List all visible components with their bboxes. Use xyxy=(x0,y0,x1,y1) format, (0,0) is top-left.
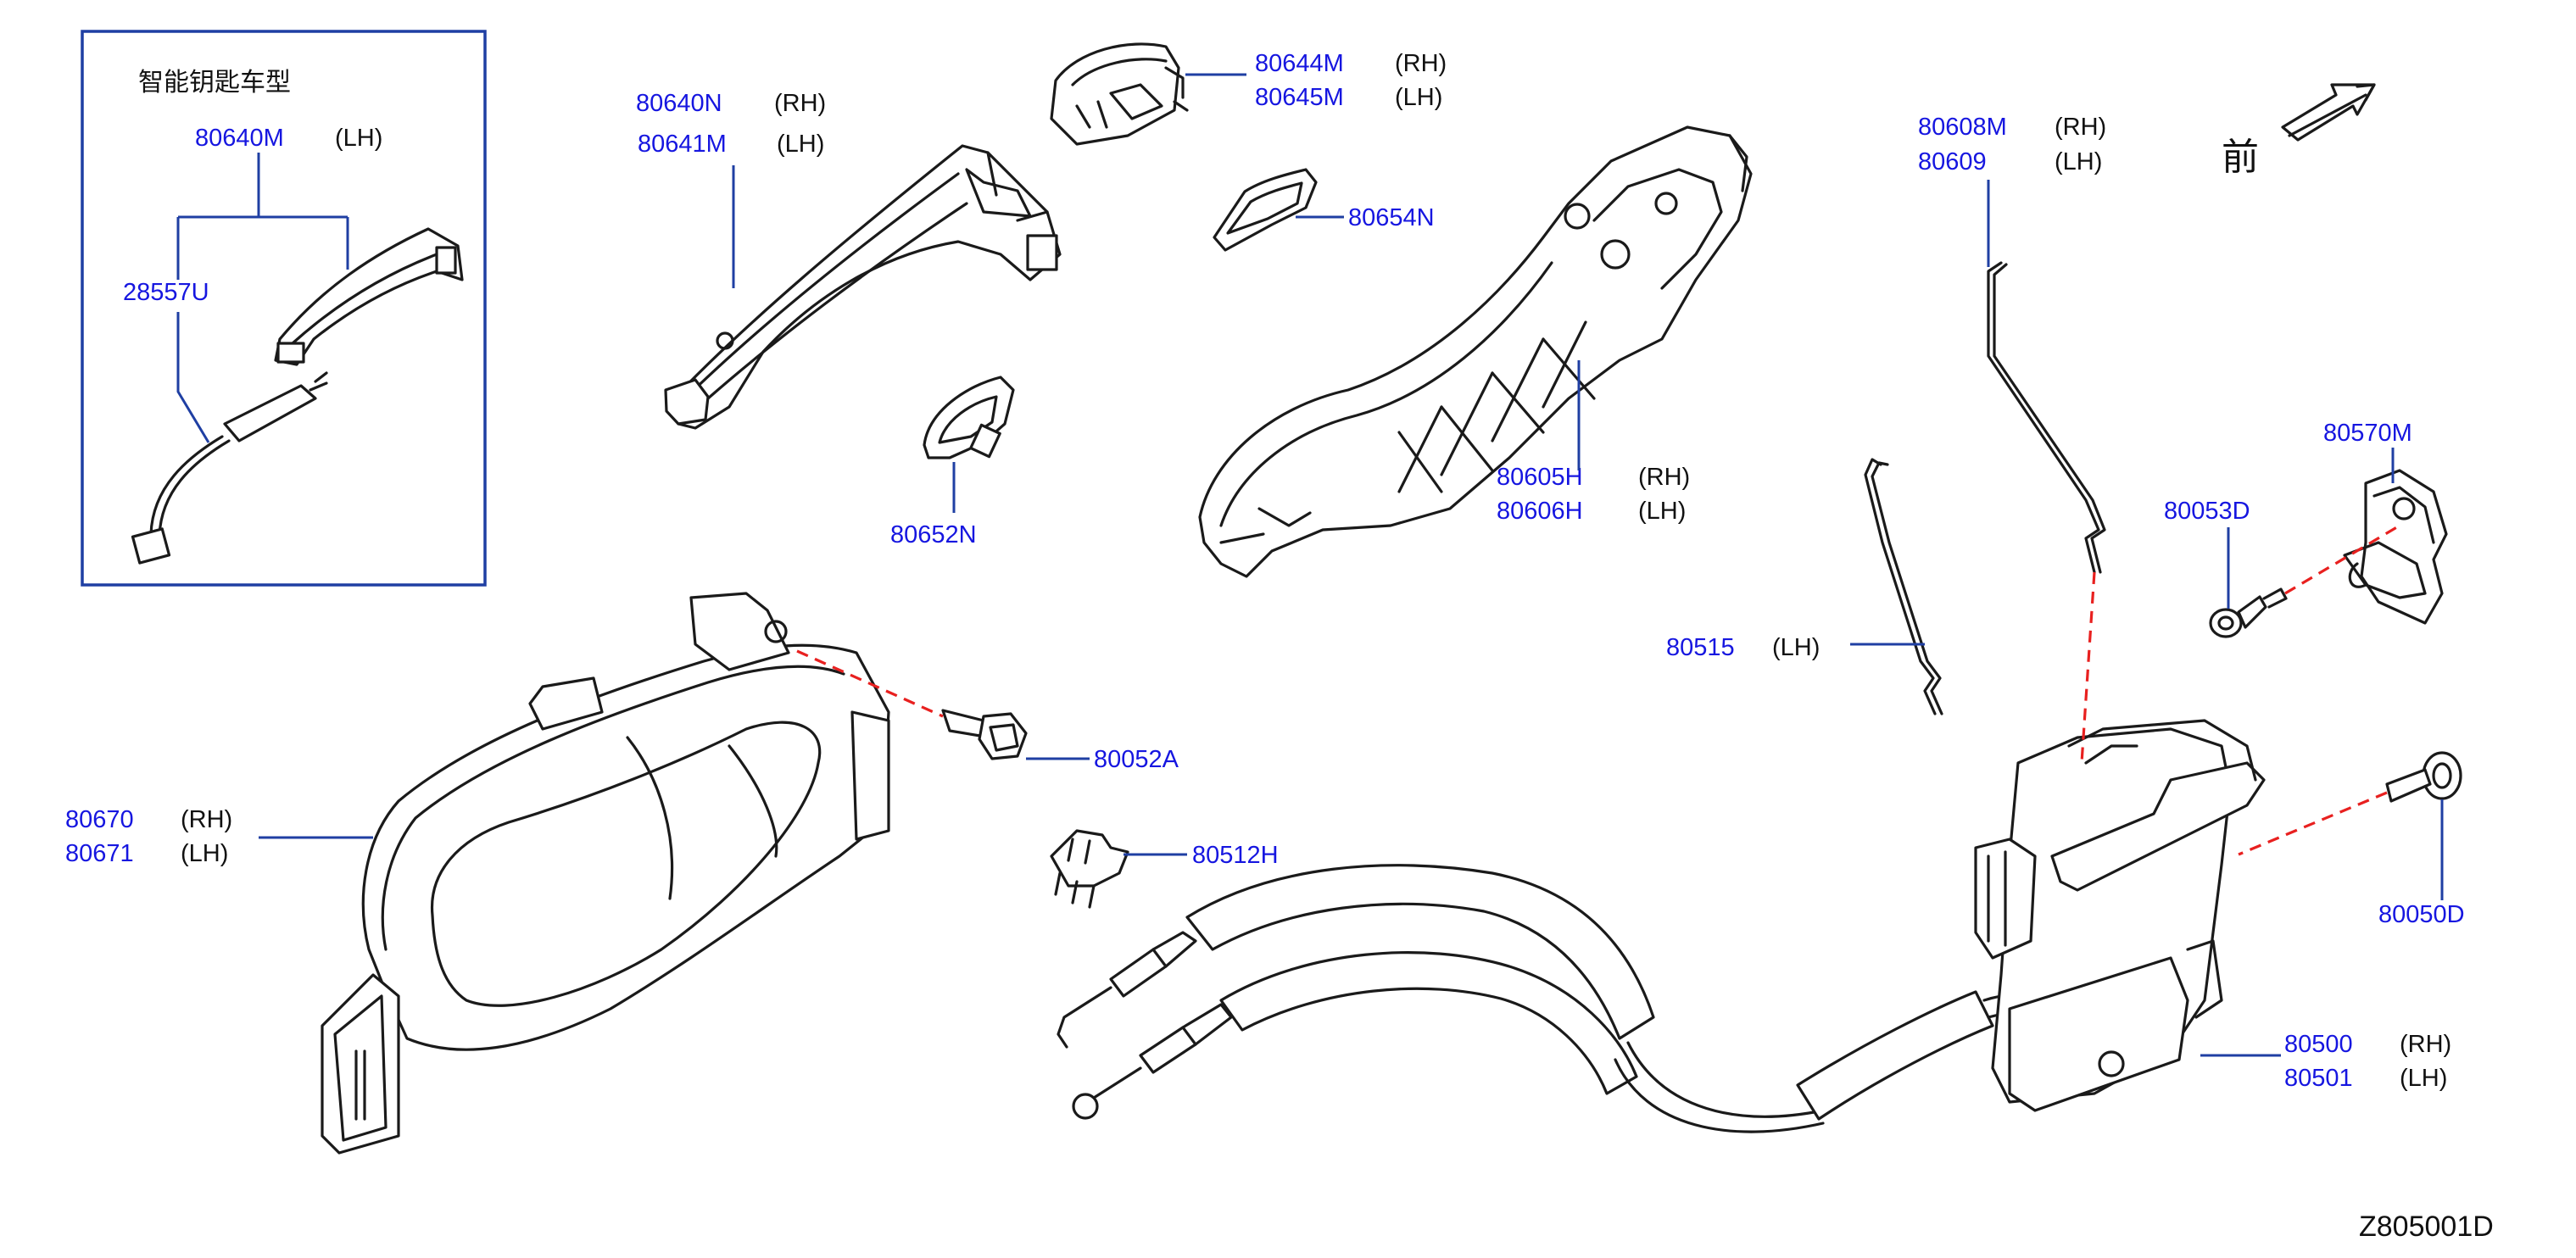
cylinder-cover-80644M xyxy=(1050,42,1189,146)
part-80570M[interactable]: 80570M xyxy=(2323,420,2412,447)
side-80644M: (RH) xyxy=(1395,50,1447,77)
side-80640N: (RH) xyxy=(774,90,826,117)
part-80644M[interactable]: 80644M xyxy=(1255,50,1344,77)
inside-handle-80670 xyxy=(321,592,890,1155)
dash-80052A-to-handle xyxy=(796,649,944,718)
part-80605H[interactable]: 80605H xyxy=(1497,464,1583,491)
side-80500: (RH) xyxy=(2400,1031,2451,1058)
screw-80050D xyxy=(2385,751,2462,803)
side-80608M: (RH) xyxy=(2055,114,2106,141)
dash-80050D-to-lock xyxy=(2238,791,2388,856)
inset-part-80640M[interactable]: 80640M xyxy=(195,125,284,152)
part-80512H[interactable]: 80512H xyxy=(1192,842,1279,869)
side-80671: (LH) xyxy=(181,840,228,867)
part-80670[interactable]: 80670 xyxy=(65,806,134,833)
part-80645M[interactable]: 80645M xyxy=(1255,84,1344,111)
rod-80608M xyxy=(1987,261,2106,574)
part-80606H[interactable]: 80606H xyxy=(1497,498,1583,525)
front-label: 前 xyxy=(2222,136,2259,179)
part-80609[interactable]: 80609 xyxy=(1918,148,1987,175)
door-lock-actuator-80500 xyxy=(1974,719,2266,1112)
striker-80570M xyxy=(2343,469,2448,625)
side-80515: (LH) xyxy=(1772,634,1820,661)
part-80608M[interactable]: 80608M xyxy=(1918,114,2007,141)
part-80654N[interactable]: 80654N xyxy=(1348,204,1435,231)
lock-cables xyxy=(1057,864,2041,1133)
rod-80515 xyxy=(1864,458,1943,715)
gasket-80654N xyxy=(1213,168,1318,252)
inset-frame xyxy=(81,30,487,587)
side-80606H: (LH) xyxy=(1638,498,1686,525)
gasket-80652N xyxy=(923,376,1015,459)
inset-sensor-drawing xyxy=(131,371,328,565)
part-80515[interactable]: 80515 xyxy=(1666,634,1735,661)
part-80501[interactable]: 80501 xyxy=(2284,1065,2353,1092)
side-80609: (LH) xyxy=(2055,148,2102,175)
bolt-80052A xyxy=(941,709,1028,760)
outside-handle-80640N xyxy=(664,144,1062,430)
side-80501: (LH) xyxy=(2400,1065,2447,1092)
clip-80512H xyxy=(1050,829,1129,909)
smart-key-inset: 智能钥匙车型 80640M (LH) 28557U xyxy=(81,30,487,587)
inset-side-80640M: (LH) xyxy=(335,125,382,152)
inset-title: 智能钥匙车型 xyxy=(138,68,291,97)
side-80645M: (LH) xyxy=(1395,84,1442,111)
side-80670: (RH) xyxy=(181,806,232,833)
inset-leader-80640M xyxy=(176,153,349,280)
part-80640N[interactable]: 80640N xyxy=(636,90,722,117)
front-direction-arrow xyxy=(2281,83,2376,142)
dash-80053D-to-striker xyxy=(2284,524,2400,595)
part-80053D[interactable]: 80053D xyxy=(2164,498,2250,525)
diagram-code: Z805001D xyxy=(2359,1211,2494,1243)
part-80050D[interactable]: 80050D xyxy=(2378,901,2465,928)
part-80652N[interactable]: 80652N xyxy=(890,521,977,548)
part-80671[interactable]: 80671 xyxy=(65,840,134,867)
dash-rod-to-lock xyxy=(2080,571,2096,764)
inset-part-28557U[interactable]: 28557U xyxy=(123,279,209,306)
inset-handle-drawing xyxy=(274,227,464,366)
handle-bracket-80605H xyxy=(1198,125,1753,578)
side-80605H: (RH) xyxy=(1638,464,1690,491)
side-80641M: (LH) xyxy=(777,131,824,158)
part-80641M[interactable]: 80641M xyxy=(638,131,727,158)
part-80052A[interactable]: 80052A xyxy=(1094,746,1179,773)
screw-80053D xyxy=(2209,587,2288,638)
inset-leader-28557U xyxy=(176,312,210,443)
part-80500[interactable]: 80500 xyxy=(2284,1031,2353,1058)
